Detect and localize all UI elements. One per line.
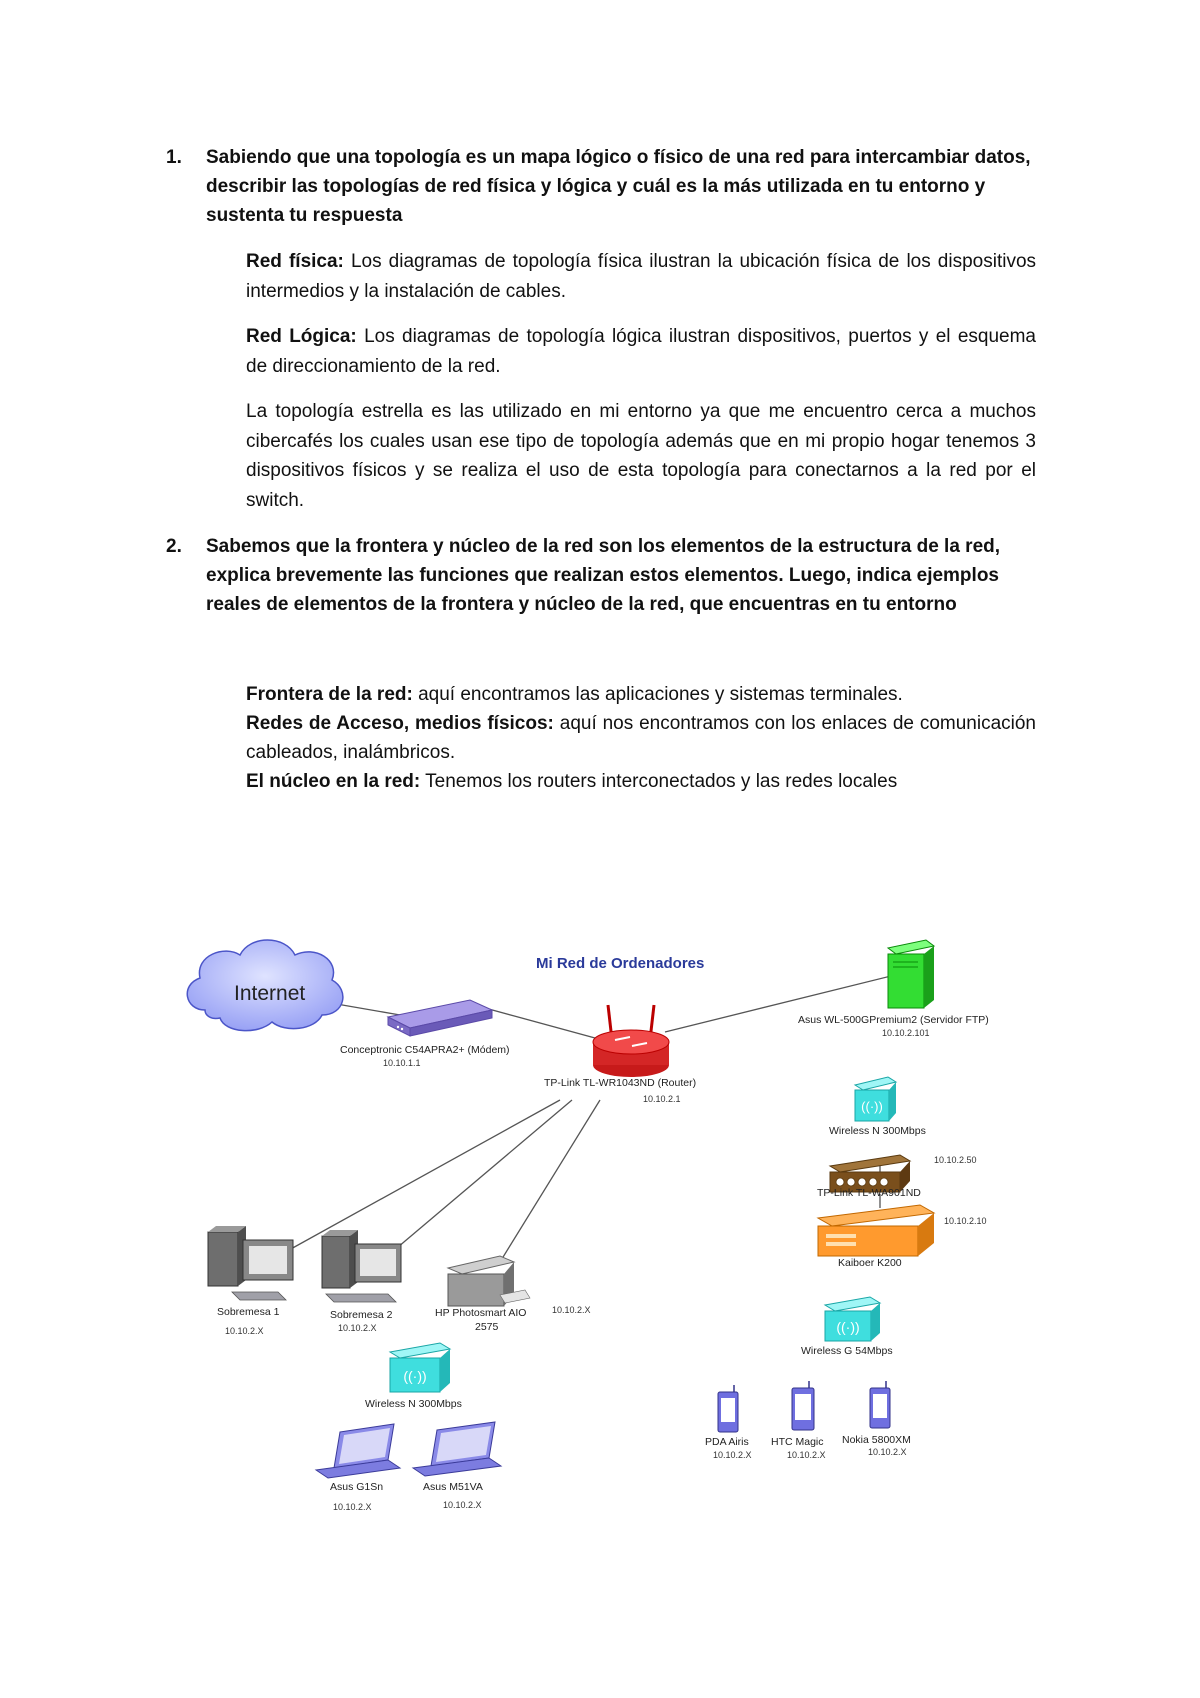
topologia-estrella-text: La topología estrella es las utilizado e…	[246, 401, 1036, 511]
paragraph-red-logica: Red Lógica: Los diagramas de topología l…	[246, 322, 1036, 381]
wireless-n-left-label: Wireless N 300Mbps	[365, 1398, 462, 1410]
server-icon	[886, 939, 936, 1009]
wireless-g-access-point-icon: ((·))	[823, 1296, 882, 1342]
kaiboer-ip: 10.10.2.10	[944, 1216, 987, 1226]
red-logica-label: Red Lógica:	[246, 326, 357, 347]
phone2-ip: 10.10.2.X	[787, 1450, 826, 1460]
phone2-label: HTC Magic	[771, 1436, 824, 1448]
modem-ip: 10.10.1.1	[383, 1058, 421, 1068]
wireless-access-point-icon: ((·))	[853, 1076, 898, 1122]
line-router-desktop2	[384, 1099, 573, 1259]
nucleo-text: Tenemos los routers interconectados y la…	[420, 771, 898, 792]
printer-ip: 10.10.2.X	[552, 1305, 591, 1315]
server-ip: 10.10.2.101	[882, 1028, 930, 1038]
desktop-computer-icon	[321, 1230, 402, 1303]
red-fisica-label: Red física:	[246, 251, 344, 272]
question-2-text: Sabemos que la frontera y núcleo de la r…	[206, 536, 1001, 615]
frontera-text: aquí encontramos las aplicaciones y sist…	[412, 684, 903, 705]
wireless-access-point-icon: ((·))	[388, 1342, 452, 1393]
desktop1-label: Sobremesa 1	[217, 1306, 280, 1318]
question-2-number: 2.	[166, 536, 182, 557]
modem-label: Conceptronic C54APRA2+ (Módem)	[340, 1044, 510, 1056]
smartphone-icon	[869, 1381, 891, 1429]
printer-label: HP Photosmart AIO	[435, 1307, 526, 1319]
desktop-computer-icon	[207, 1226, 294, 1301]
nucleo-label: El núcleo en la red:	[246, 771, 421, 792]
laptop2-ip: 10.10.2.X	[443, 1500, 482, 1510]
phone1-ip: 10.10.2.X	[713, 1450, 752, 1460]
kaiboer-media-player-icon	[816, 1204, 936, 1257]
red-fisica-text: Los diagramas de topología física ilustr…	[246, 251, 1037, 302]
laptop1-label: Asus G1Sn	[330, 1481, 383, 1493]
desktop2-ip: 10.10.2.X	[338, 1323, 377, 1333]
internet-label: Internet	[234, 982, 305, 1005]
frontera-label: Frontera de la red:	[246, 684, 413, 705]
printer-icon	[446, 1255, 531, 1307]
desktop2-label: Sobremesa 2	[330, 1309, 393, 1321]
line-router-server	[664, 974, 896, 1033]
line-router-printer	[499, 1099, 601, 1263]
redes-acceso-text: aquí nos encontramos con los enlaces de …	[246, 713, 1036, 763]
question-1: 1. Sabiendo que una topología es un mapa…	[166, 143, 1036, 230]
svg-text:((·)): ((·))	[861, 1099, 883, 1114]
printer-model: 2575	[475, 1321, 499, 1333]
pda-phone-icon	[717, 1385, 739, 1433]
paragraph-nucleo: El núcleo en la red: Tenemos los routers…	[246, 767, 1036, 796]
redes-acceso-label: Redes de Acceso, medios físicos:	[246, 713, 554, 734]
router-label: TP-Link TL-WR1043ND (Router)	[544, 1077, 696, 1089]
wa901-ip: 10.10.2.50	[934, 1155, 977, 1165]
laptop2-label: Asus M51VA	[423, 1481, 483, 1493]
laptop1-ip: 10.10.2.X	[333, 1502, 372, 1512]
desktop1-ip: 10.10.2.X	[225, 1326, 264, 1336]
diagram-title: Mi Red de Ordenadores	[536, 955, 704, 972]
phone3-ip: 10.10.2.X	[868, 1447, 907, 1457]
router-icon	[592, 1004, 670, 1077]
laptop-icon	[411, 1421, 503, 1477]
question-1-text: Sabiendo que una topología es un mapa ló…	[206, 147, 1031, 226]
modem-icon	[386, 999, 494, 1037]
router-ip: 10.10.2.1	[643, 1094, 681, 1104]
internet-cloud-icon: Internet	[186, 939, 344, 1032]
phone1-label: PDA Airis	[705, 1436, 749, 1448]
question-2: 2. Sabemos que la frontera y núcleo de l…	[166, 532, 1036, 619]
wireless-n-right-label: Wireless N 300Mbps	[829, 1125, 926, 1137]
laptop-icon	[314, 1423, 402, 1479]
wa901-device-icon	[828, 1154, 912, 1193]
red-logica-text: Los diagramas de topología lógica ilustr…	[246, 326, 1036, 377]
smartphone-icon	[791, 1381, 815, 1431]
wa901-label: TP-Link TL-WA901ND	[817, 1187, 921, 1199]
connection-lines	[279, 974, 896, 1263]
paragraph-frontera: Frontera de la red: aquí encontramos las…	[246, 680, 1036, 709]
wireless-g-label: Wireless G 54Mbps	[801, 1345, 893, 1357]
phone3-label: Nokia 5800XM	[842, 1434, 911, 1446]
line-router-desktop1	[279, 1099, 561, 1256]
paragraph-topologia-estrella: La topología estrella es las utilizado e…	[246, 397, 1036, 515]
question-1-number: 1.	[166, 147, 182, 168]
svg-text:((·)): ((·))	[836, 1319, 859, 1335]
paragraph-red-fisica: Red física: Los diagramas de topología f…	[246, 247, 1036, 306]
server-label: Asus WL-500GPremium2 (Servidor FTP)	[798, 1014, 989, 1026]
kaiboer-label: Kaiboer K200	[838, 1257, 902, 1269]
paragraph-redes-acceso: Redes de Acceso, medios físicos: aquí no…	[246, 709, 1036, 767]
svg-text:((·)): ((·))	[403, 1368, 426, 1384]
line-modem-router	[484, 1007, 596, 1039]
